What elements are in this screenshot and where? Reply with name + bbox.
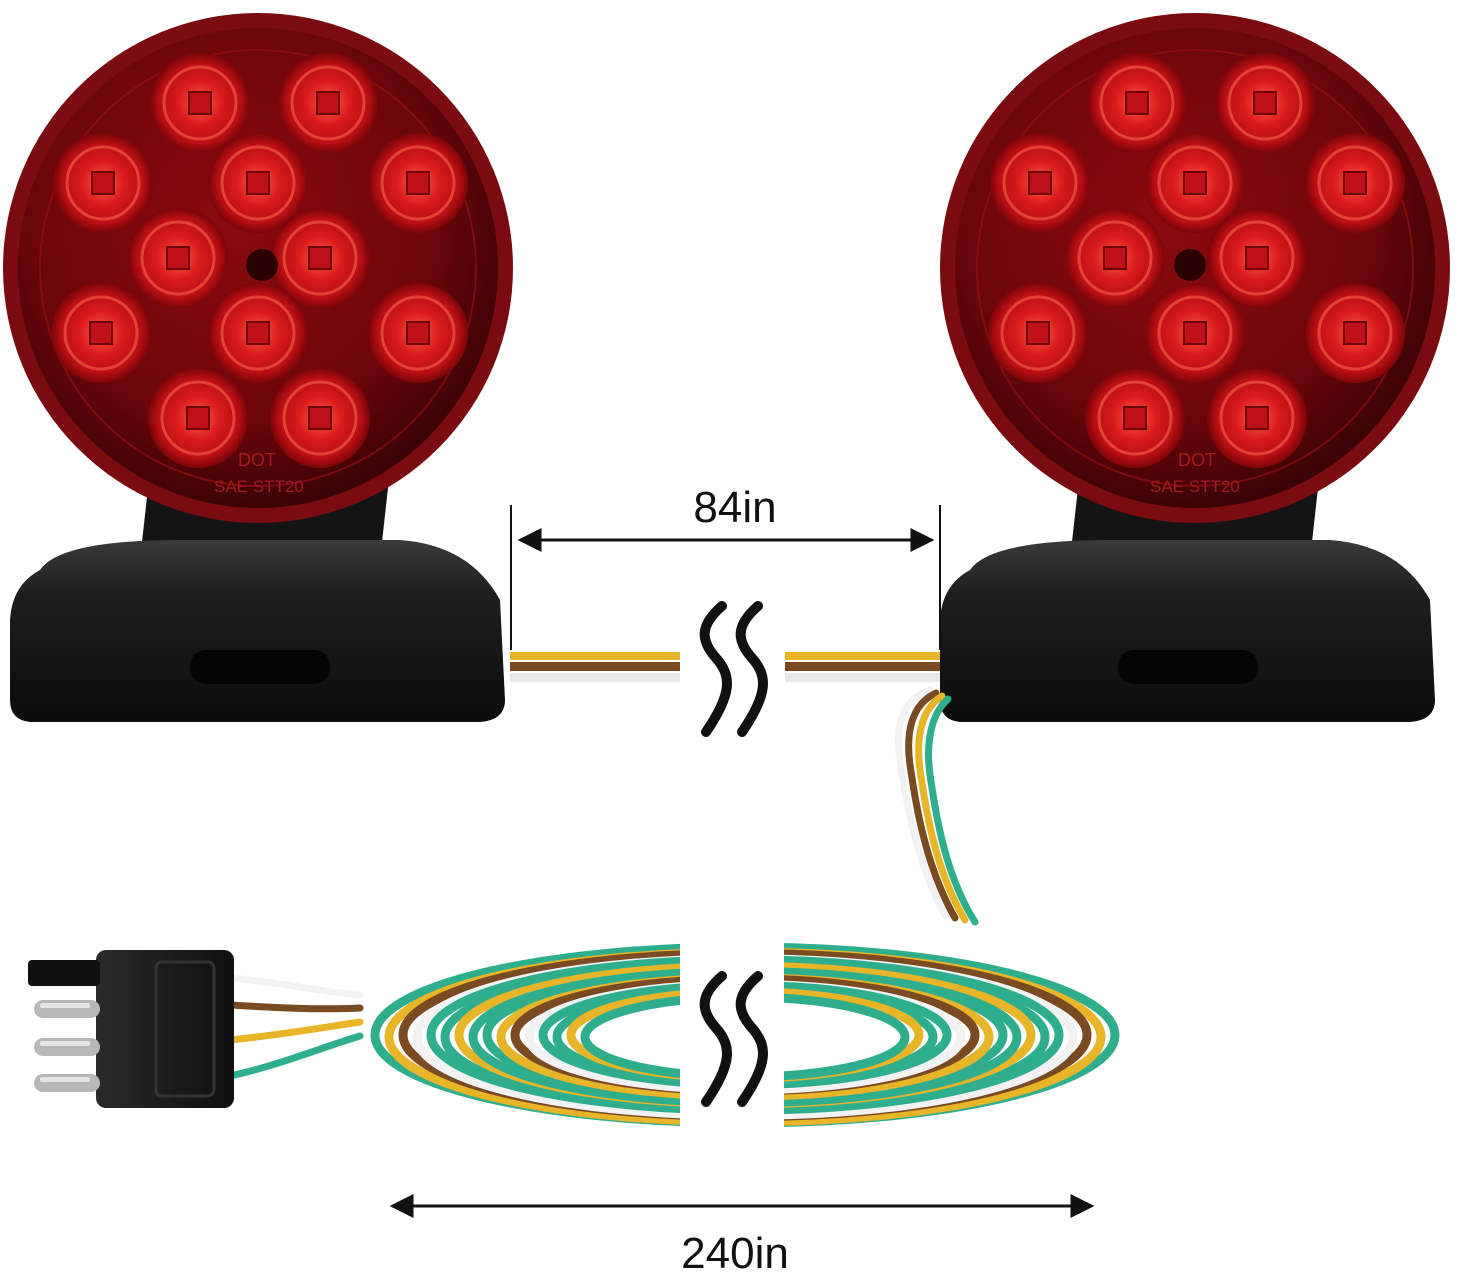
right-led-ring	[1219, 220, 1295, 296]
left-led-ring	[380, 295, 456, 371]
left-led-chip	[91, 171, 115, 195]
right-led-ring	[1000, 295, 1076, 371]
right-led-chip	[1123, 406, 1147, 430]
left-led-ring	[380, 145, 456, 221]
left-base-slot	[190, 650, 330, 684]
right-led-ring	[1077, 220, 1153, 296]
right-led-chip	[1183, 321, 1207, 345]
left-led-chip	[89, 321, 113, 345]
connecting-cable	[510, 652, 940, 682]
right-led-ring	[1097, 380, 1173, 456]
right-led-ring	[1157, 145, 1233, 221]
right-led-chip	[1253, 91, 1277, 115]
left-led-chip	[246, 321, 270, 345]
lamp-spacing-label: 84in	[693, 483, 777, 532]
left-led-chip	[406, 171, 430, 195]
left-led-chip	[188, 91, 212, 115]
right-led-chip	[1183, 171, 1207, 195]
left-led-ring	[220, 295, 296, 371]
right-led-ring	[1227, 65, 1303, 141]
right-led-chip	[1343, 171, 1367, 195]
right-led-chip	[1343, 321, 1367, 345]
left-led-ring	[140, 220, 216, 296]
left-led-chip	[406, 321, 430, 345]
left-led-ring	[220, 145, 296, 221]
right-led-ring	[1317, 295, 1393, 371]
right-led-ring	[1219, 380, 1295, 456]
right-tail-light: DOT SAE STT20	[940, 13, 1450, 722]
right-led-chip	[1026, 321, 1050, 345]
left-led-ring	[65, 145, 141, 221]
plug-pins	[34, 1000, 100, 1092]
left-led-ring	[162, 65, 238, 141]
left-led-chip	[308, 246, 332, 270]
right-led-ring	[1317, 145, 1393, 221]
right-led-chip	[1125, 91, 1149, 115]
harness-lead	[894, 686, 979, 926]
left-led-ring	[290, 65, 366, 141]
left-led-array	[51, 53, 468, 468]
left-led-chip	[316, 91, 340, 115]
right-lamp-marking-sae: SAE STT20	[1150, 477, 1240, 496]
right-led-ring	[1099, 65, 1175, 141]
right-led-array	[988, 53, 1405, 468]
right-led-ring	[1002, 145, 1078, 221]
left-led-ring	[282, 220, 358, 296]
left-lamp-marking-dot: DOT	[238, 450, 276, 470]
right-lamp-screw	[1174, 249, 1206, 281]
four-pin-flat-connector	[28, 950, 364, 1108]
left-led-chip	[186, 406, 210, 430]
right-magnetic-base	[940, 540, 1435, 722]
left-lamp-marking-sae: SAE STT20	[214, 477, 304, 496]
left-led-chip	[246, 171, 270, 195]
right-led-ring	[1157, 295, 1233, 371]
right-lamp-marking-dot: DOT	[1178, 450, 1216, 470]
left-tail-light: DOT SAE STT20	[3, 13, 513, 722]
left-lamp-screw	[246, 249, 278, 281]
right-led-chip	[1245, 246, 1269, 270]
left-led-ring	[160, 380, 236, 456]
left-led-ring	[282, 380, 358, 456]
right-base-slot	[1118, 650, 1258, 684]
harness-length-label: 240in	[681, 1229, 789, 1278]
break-symbol-icon	[680, 600, 784, 750]
left-led-chip	[308, 406, 332, 430]
right-led-chip	[1103, 246, 1127, 270]
right-led-chip	[1245, 406, 1269, 430]
break-symbol-icon-lower	[680, 940, 784, 1160]
left-magnetic-base	[10, 540, 505, 722]
dimension-arrow-icon	[510, 505, 941, 650]
left-led-ring	[63, 295, 139, 371]
right-led-chip	[1028, 171, 1052, 195]
left-led-chip	[166, 246, 190, 270]
